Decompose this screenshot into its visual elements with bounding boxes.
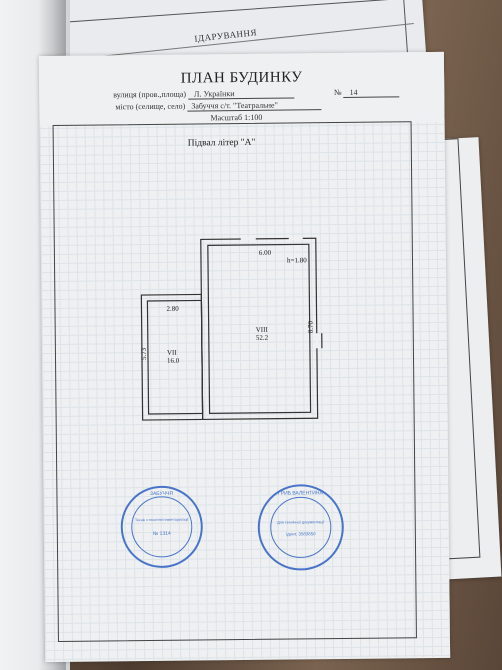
official-stamp-left: ЗАБУЧЧЯ Технік з технічної інвентаризаці… <box>120 485 203 568</box>
room-vii-number: VII <box>167 349 177 357</box>
dim-small-top: 2.80 <box>166 305 179 313</box>
room-vii <box>140 293 204 421</box>
dim-right: 8.70 <box>307 321 315 334</box>
stamp-left-outer-ring <box>120 485 203 568</box>
stamp-right-ring-text: ГРИБ ВАЛЕНТИНА <box>278 490 323 496</box>
stamp-right-id: ідент. 3583850 <box>286 531 316 536</box>
dim-small-left: 5.73 <box>140 347 148 360</box>
stamp-right-inner-ring <box>270 496 332 558</box>
stamp-right-outer-ring <box>257 484 344 571</box>
room-vii-area: 16.0 <box>167 357 180 365</box>
stamp-left-inner-ring <box>131 496 193 558</box>
room-viii-inner-wall <box>207 243 312 414</box>
stamp-left-id: № 1314 <box>153 531 171 537</box>
stamp-left-center: Технік з технічної інвентаризації <box>135 518 188 523</box>
dim-height: h=1.80 <box>287 256 307 264</box>
room-viii-number: VIII <box>256 326 269 334</box>
stamp-right-center: Для технічної документації <box>277 520 325 525</box>
plan-page: ПЛАН БУДИНКУ вулиця (пров.,площа) Л. Укр… <box>38 51 451 663</box>
room-viii-area: 52.2 <box>256 334 269 342</box>
stamp-left-ring-text: ЗАБУЧЧЯ <box>150 491 173 497</box>
room-vii-inner-wall <box>146 299 204 415</box>
floor-plan: 6.00 h=1.80 VIII 52.2 8.70 2.80 VII 16.0… <box>120 236 344 571</box>
official-stamp-right: ГРИБ ВАЛЕНТИНА Для технічної документаці… <box>257 484 344 571</box>
dim-top: 6.00 <box>259 249 272 257</box>
